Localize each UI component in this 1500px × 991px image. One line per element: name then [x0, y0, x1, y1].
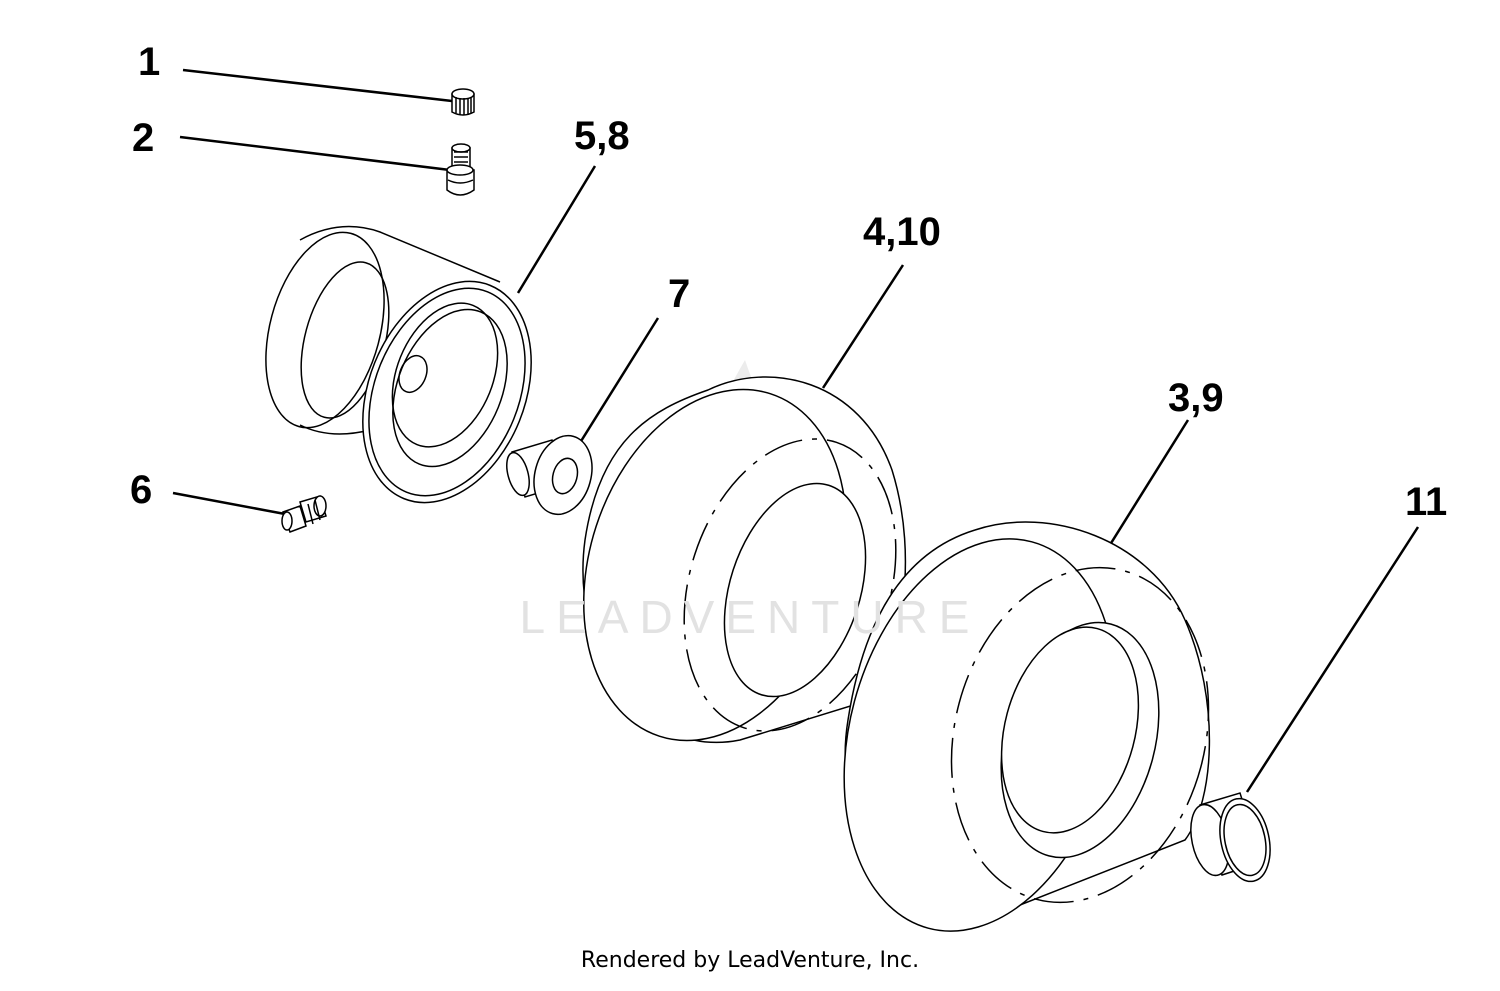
leader-line-6 [172, 491, 286, 516]
grease-fitting-part [281, 495, 327, 533]
leader-line-2 [179, 135, 451, 172]
callout-11: 11 [1405, 480, 1448, 524]
footer-credit: Rendered by LeadVenture, Inc. [580, 948, 920, 973]
leader-line-5-8 [516, 165, 597, 294]
wheel-rim-part [265, 225, 532, 504]
bushing-part [506, 434, 593, 516]
callout-7: 7 [668, 272, 691, 316]
valve-cap-part [451, 88, 475, 116]
leader-line-4-10 [821, 264, 905, 389]
callout-1: 1 [138, 40, 161, 84]
leader-line-11 [1245, 526, 1420, 793]
valve-stem-part [446, 143, 475, 196]
callout-3-9: 3,9 [1168, 376, 1224, 420]
front-tire-part [582, 376, 907, 743]
leader-line-3-9 [1106, 419, 1190, 549]
watermark-text: LEADVENTURE [519, 591, 981, 643]
callout-2: 2 [132, 116, 155, 160]
bearing-part [1190, 792, 1271, 883]
callout-5-8: 5,8 [574, 114, 630, 158]
leader-line-1 [182, 68, 453, 103]
rear-tire-part [843, 521, 1211, 932]
callout-6: 6 [130, 468, 153, 512]
callout-4-10: 4,10 [863, 210, 941, 254]
leader-line-7 [576, 317, 660, 447]
